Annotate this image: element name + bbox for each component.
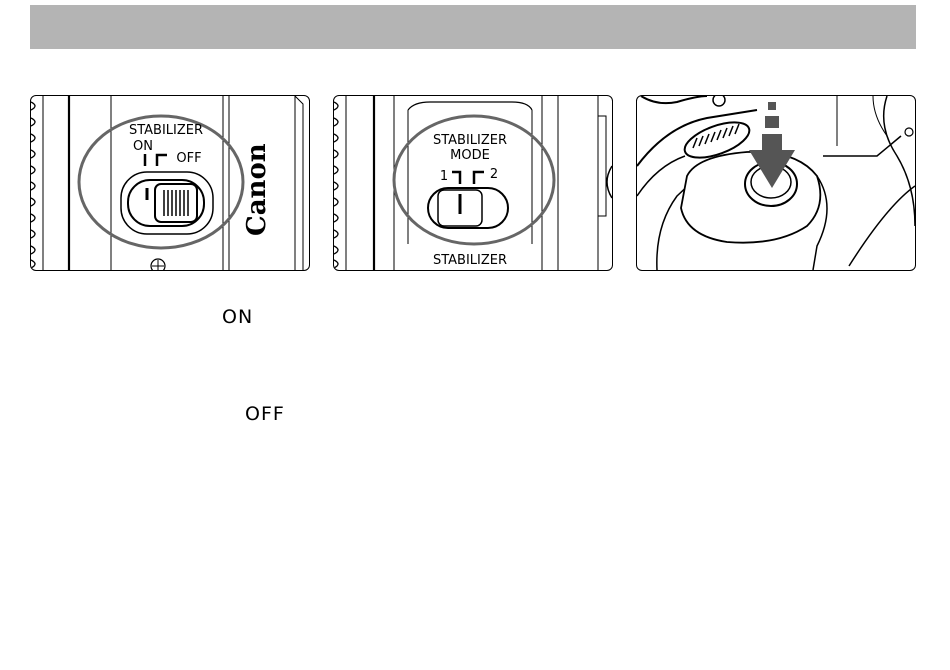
stabilizer-label: STABILIZER bbox=[129, 123, 203, 138]
canon-logo: Canon bbox=[242, 143, 272, 236]
stabilizer-mode-label-line2: MODE bbox=[450, 148, 490, 163]
off-label: OFF bbox=[176, 151, 201, 166]
section-header-bar bbox=[30, 5, 916, 49]
mode-2-label: 2 bbox=[490, 167, 498, 182]
lens-grip-edge bbox=[31, 102, 35, 268]
stabilizer-mode-illustration: STABILIZER MODE 1 2 STABILIZER bbox=[333, 95, 613, 271]
shutter-button-illustration bbox=[636, 95, 916, 271]
stabilizer-bottom-label: STABILIZER bbox=[433, 253, 507, 268]
off-text: OFF bbox=[245, 403, 285, 425]
on-label: ON bbox=[133, 139, 153, 154]
mode-1-label: 1 bbox=[440, 169, 448, 184]
switch-knob-grip bbox=[164, 190, 188, 216]
stabilizer-switch-illustration: STABILIZER ON OFF Canon bbox=[30, 95, 310, 271]
stabilizer-mode-label-line1: STABILIZER bbox=[433, 133, 507, 148]
on-text: ON bbox=[222, 306, 253, 328]
lens-grip-edge bbox=[334, 102, 338, 268]
